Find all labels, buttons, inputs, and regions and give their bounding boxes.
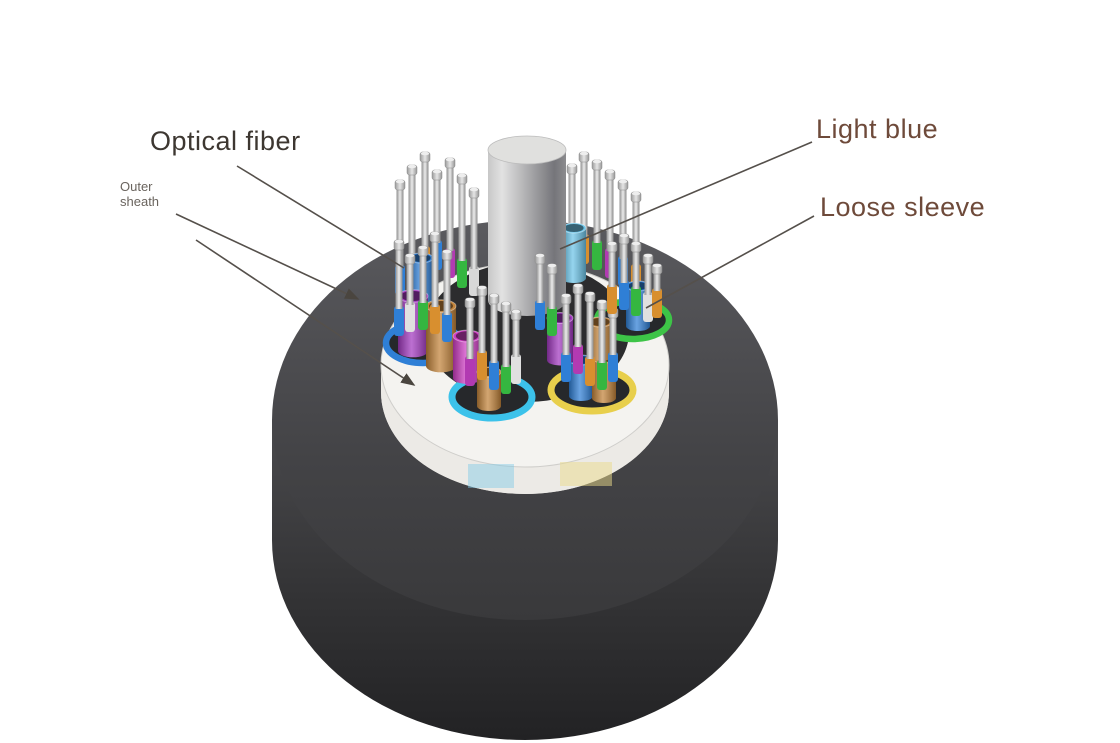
optical-fiber-pin (573, 344, 583, 374)
loose-sleeve-leader-line (645, 215, 815, 309)
central-strength-member-body (488, 150, 566, 316)
optical-fiber-pin (619, 280, 629, 310)
optical-fiber-pin (535, 300, 545, 330)
front-fiber-layer (393, 231, 663, 394)
optical-fiber-pin (652, 288, 662, 318)
optical-fiber-pin (430, 304, 440, 334)
rim-reflection-yellow (560, 462, 612, 486)
optical-fiber-pin (457, 258, 467, 288)
optical-fiber-pin (465, 356, 475, 386)
outer-sheath-leader-line-1 (175, 213, 360, 300)
optical-fiber-pin (511, 354, 521, 384)
optical-fiber-pin (477, 350, 487, 380)
optical-fiber-pin (547, 306, 557, 336)
optical-fiber-pin (597, 360, 607, 390)
optical-fiber-pin (607, 284, 617, 314)
outer-sheath-label: Outer sheath (120, 179, 160, 210)
light-blue-label: Light blue (816, 114, 939, 144)
rim-reflection-blue (468, 464, 514, 488)
optical-fiber-pin (608, 352, 618, 382)
optical-fiber-pin (489, 360, 499, 390)
optical-fiber-pin (561, 352, 571, 382)
optical-fiber-pin (469, 266, 479, 296)
optical-fiber-pin (418, 300, 428, 330)
optical-fiber-pin (394, 306, 404, 336)
optical-fiber-pin (501, 364, 511, 394)
outer-sheath-leader-line-2 (195, 239, 416, 386)
optical-fiber-pin (585, 356, 595, 386)
optical-fiber-pin (592, 240, 602, 270)
optical-fiber-label: Optical fiber (150, 126, 301, 156)
optical-fiber-leader-line (236, 165, 405, 269)
optical-fiber-pin (405, 302, 415, 332)
light-blue-leader-line (559, 141, 813, 250)
central-strength-member-top (487, 135, 567, 165)
loose-sleeve-label: Loose sleeve (820, 192, 986, 222)
optical-fiber-pin (442, 312, 452, 342)
optical-fiber-pin (631, 286, 641, 316)
